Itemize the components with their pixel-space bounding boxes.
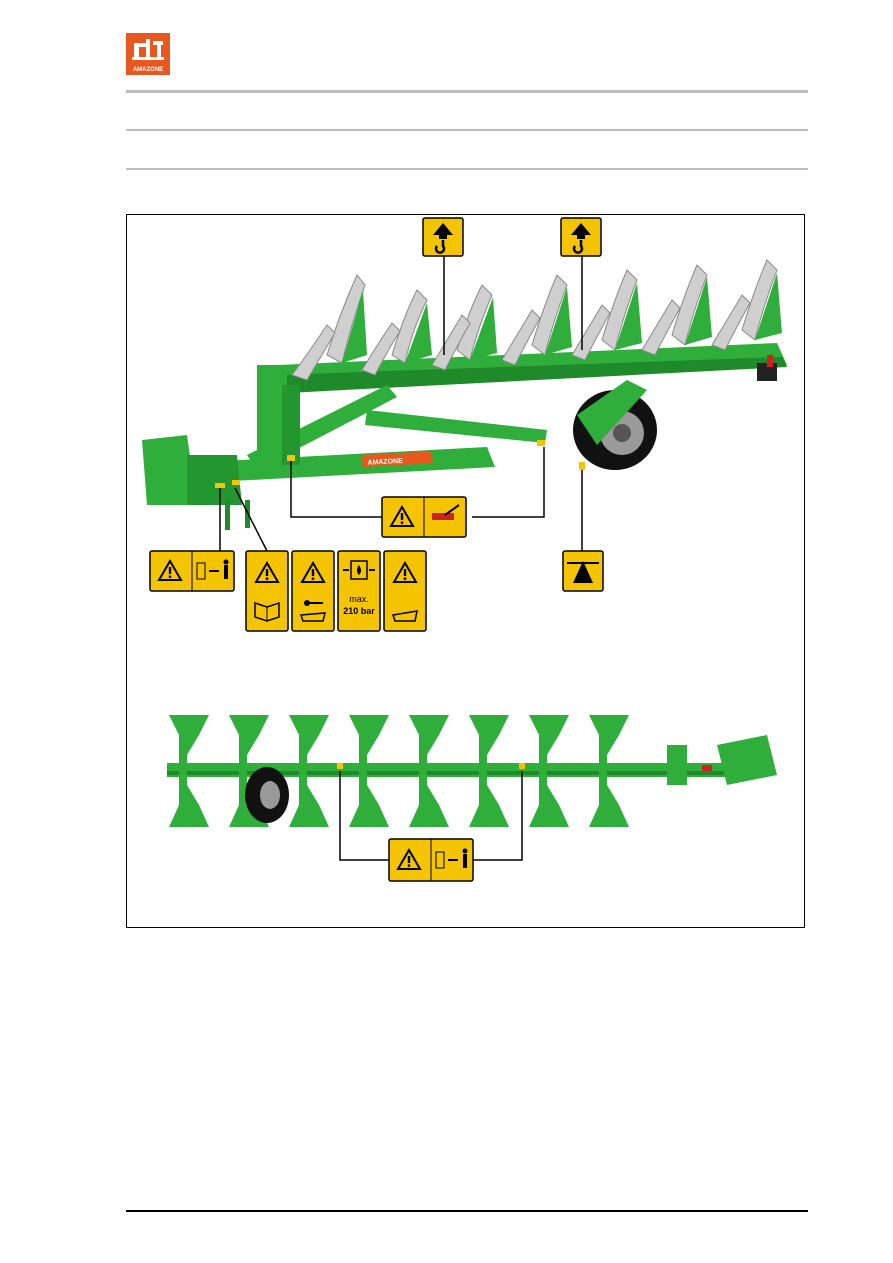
header-rule-bottom [126,168,808,170]
stay-clear-sign-lower [389,839,473,881]
plough-safety-labels-figure: AMAZONE [127,215,804,927]
svg-text:210 bar: 210 bar [343,606,375,616]
figure-frame: AMAZONE [126,214,805,928]
lifting-point-sign-1 [423,218,463,256]
jacking-point-sign [563,551,603,591]
hydraulic-pressure-sign: max. 210 bar [338,551,380,631]
header-rule-middle [126,129,808,131]
header-rule-top [126,90,808,93]
crush-hazard-sign [382,497,466,537]
plough-side-view: AMAZONE [142,260,787,530]
thrown-objects-sign [384,551,426,631]
read-manual-sign [246,551,288,631]
svg-text:max.: max. [349,594,369,604]
stay-clear-sign [150,551,234,591]
lifting-point-sign-2 [561,218,601,256]
plough-top-view [167,715,777,827]
svg-text:AMAZONE: AMAZONE [133,67,163,73]
maintenance-warning-sign [292,551,334,631]
amazone-logo: AMAZONE [126,33,170,75]
footer-rule [126,1210,808,1212]
